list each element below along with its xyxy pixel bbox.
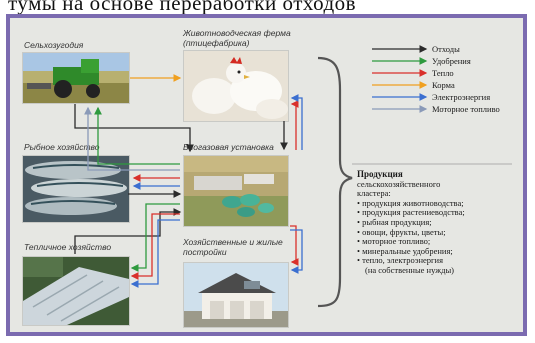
products-subtitle-line2: кластера: — [357, 188, 391, 199]
biogas-label: Биогазовая установка — [183, 142, 274, 152]
power-arrow-buildings — [290, 229, 303, 274]
products-block: Продукция сельскохозяйственного кластера… — [357, 169, 517, 276]
buildings-label-line1: Хозяйственные и жилые — [183, 237, 283, 247]
products-item: продукция растениеводства; — [357, 208, 517, 218]
power-arrow-livestock — [290, 94, 303, 150]
greenhouse-photo — [22, 256, 130, 326]
tractor-image — [23, 53, 129, 103]
products-item: моторное топливо; — [357, 237, 517, 247]
products-item: тепло, электроэнергия — [357, 256, 517, 266]
fuel-arrow-agriculture — [84, 106, 180, 171]
buildings-label: Хозяйственные и жилые постройки — [183, 237, 283, 257]
livestock-label: Животноводческая ферма (птицефабрика) — [183, 28, 291, 48]
fertilizer-arrow-greenhouse — [130, 203, 180, 272]
legend-label-fuel: Моторное топливо — [432, 104, 500, 114]
greenhouse-image — [23, 257, 129, 325]
chickens-image — [184, 51, 288, 121]
products-note: (на собственные нужды) — [365, 264, 454, 275]
waste-arrow-agriculture — [74, 104, 194, 153]
power-arrow-greenhouse — [130, 219, 180, 288]
heat-arrow-livestock — [290, 100, 299, 150]
products-subtitle-line1: сельскохозяйственного — [357, 178, 441, 189]
legend-label-power: Электроэнергия — [432, 92, 491, 102]
products-list: продукция животноводства; продукция раст… — [357, 198, 517, 266]
greenhouse-label: Тепличное хозяйство — [24, 242, 112, 252]
biogas-photo — [183, 155, 289, 227]
heat-arrow-buildings — [290, 225, 299, 266]
products-bracket — [317, 56, 353, 308]
house-image — [184, 263, 288, 327]
legend-label-fertilizer: Удобрения — [432, 56, 471, 66]
fishery-label: Рыбное хозяйство — [24, 142, 100, 152]
fish-image — [23, 156, 129, 222]
waste-arrow-greenhouse — [74, 208, 182, 254]
products-item: минеральные удобрения; — [357, 246, 517, 257]
livestock-photo — [183, 50, 289, 122]
products-item: овощи, фрукты, цветы; — [357, 227, 517, 238]
top-text: тумы на основе переработки отходов — [8, 0, 357, 15]
heat-arrow-greenhouse — [130, 213, 180, 280]
agriculture-label: Сельхозугодия — [24, 40, 84, 50]
buildings-label-line2: постройки — [183, 247, 227, 257]
products-title: Продукция — [357, 169, 403, 179]
legend-label-feed: Корма — [432, 80, 455, 90]
livestock-label-line2: (птицефабрика) — [183, 38, 250, 48]
legend-label-waste: Отходы — [432, 44, 460, 54]
agriculture-photo — [22, 52, 130, 104]
legend-label-heat: Тепло — [432, 68, 454, 78]
fertilizer-arrow-agriculture — [94, 106, 180, 165]
fishery-photo — [22, 155, 130, 223]
biogas-plant-image — [184, 156, 288, 226]
buildings-photo — [183, 262, 289, 328]
livestock-label-line1: Животноводческая ферма — [183, 28, 291, 38]
products-item: рыбная продукция; — [357, 217, 517, 228]
products-item: продукция животноводства; — [357, 198, 517, 209]
